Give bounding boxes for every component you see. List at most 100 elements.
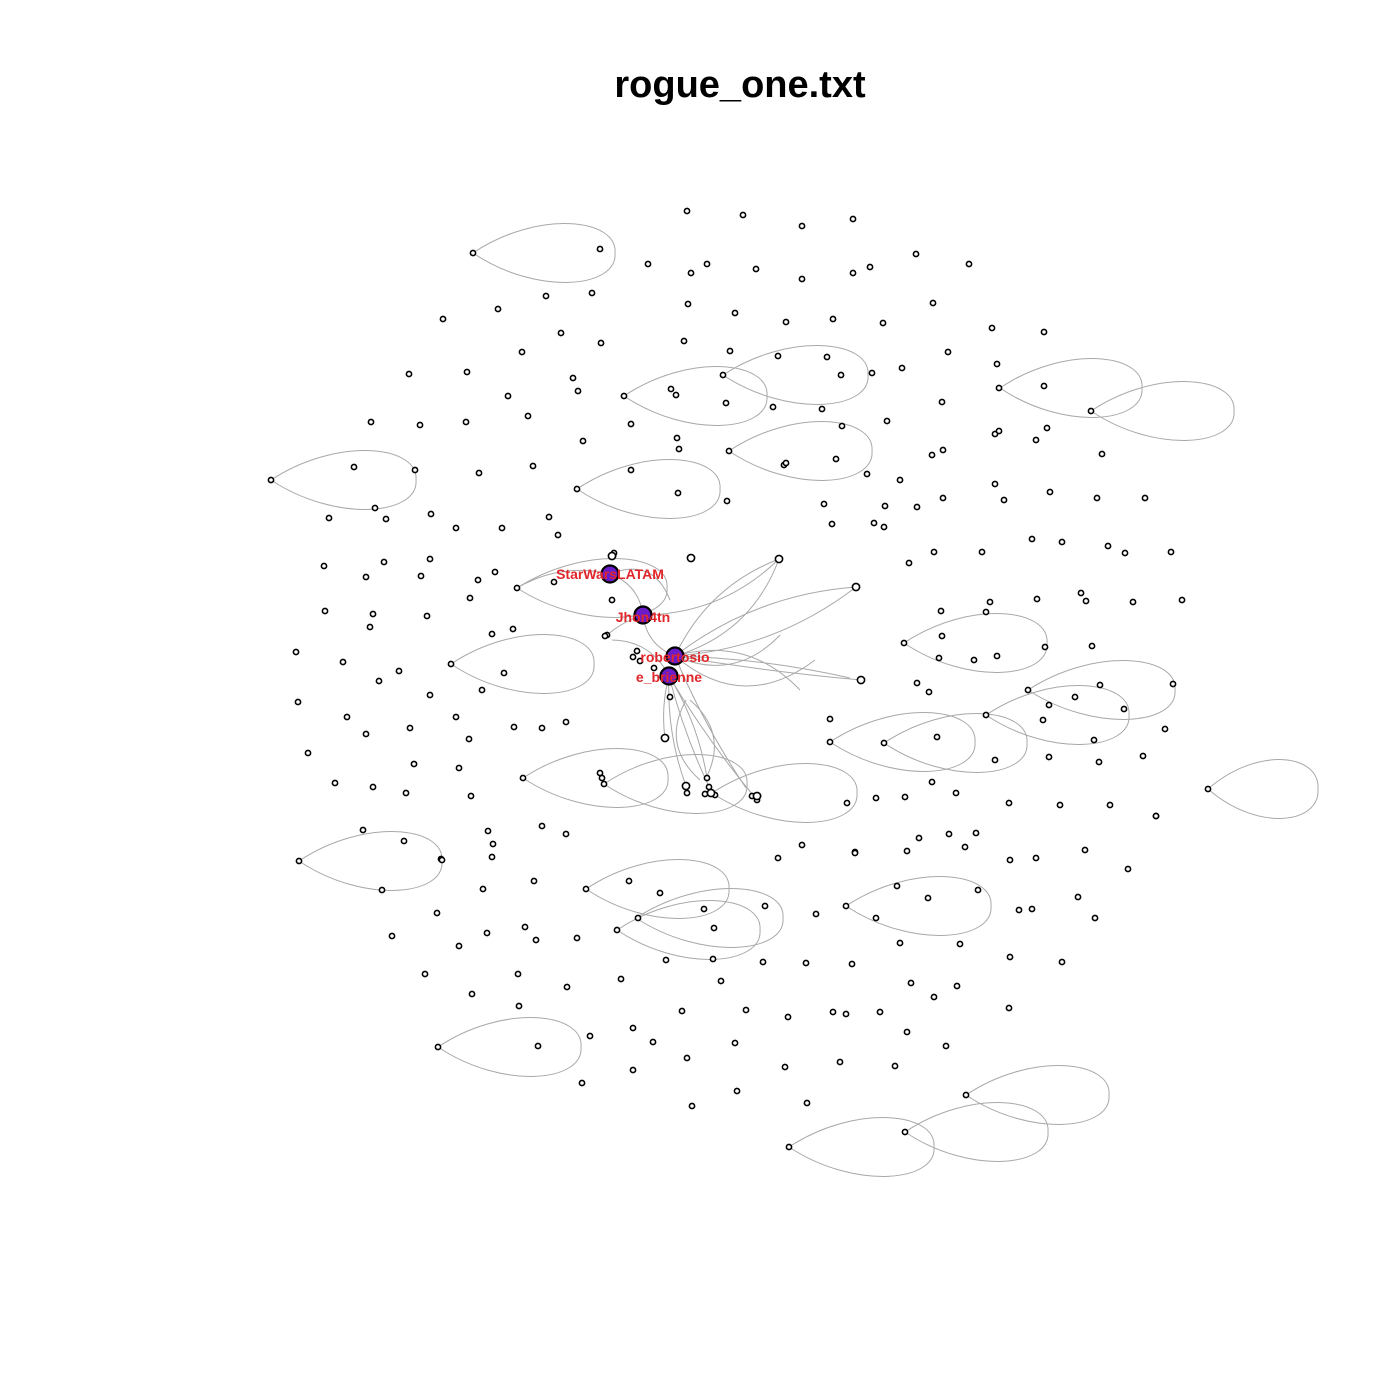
self-loop-edge xyxy=(788,1117,935,1177)
graph-node xyxy=(343,713,351,721)
graph-node xyxy=(366,623,374,631)
graph-node xyxy=(836,1058,844,1066)
graph-node xyxy=(439,315,447,323)
self-loop-edge xyxy=(711,763,858,823)
self-loop-edge xyxy=(516,558,668,618)
graph-node xyxy=(993,360,1001,368)
graph-node xyxy=(532,936,540,944)
graph-node xyxy=(851,849,859,857)
graph-node xyxy=(1087,407,1095,415)
graph-node xyxy=(774,352,782,360)
graph-node xyxy=(1095,758,1103,766)
graph-node xyxy=(683,789,691,797)
hub-edge xyxy=(674,655,816,687)
graph-node xyxy=(613,926,621,934)
graph-node xyxy=(739,211,747,219)
graph-node xyxy=(582,885,590,893)
self-loop-edge xyxy=(883,713,1028,773)
edge-layer xyxy=(270,223,1319,1177)
graph-node xyxy=(438,856,446,864)
graph-node xyxy=(781,1063,789,1071)
graph-node xyxy=(650,664,658,672)
graph-node xyxy=(510,723,518,731)
graph-node xyxy=(982,608,990,616)
self-loop-edge xyxy=(999,358,1143,418)
graph-node xyxy=(1106,801,1114,809)
hub-edge xyxy=(516,569,611,589)
graph-node xyxy=(509,625,517,633)
graph-node xyxy=(784,1013,792,1021)
graph-node xyxy=(913,503,921,511)
graph-node xyxy=(304,749,312,757)
graph-node-connected xyxy=(856,675,866,685)
graph-node xyxy=(421,970,429,978)
graph-node xyxy=(402,789,410,797)
graph-node xyxy=(938,632,946,640)
graph-node xyxy=(866,263,874,271)
graph-node xyxy=(627,466,635,474)
graph-node xyxy=(838,422,846,430)
graph-node xyxy=(688,1102,696,1110)
graph-node xyxy=(896,476,904,484)
graph-node xyxy=(1077,589,1085,597)
hub-edge xyxy=(674,586,857,657)
graph-node xyxy=(913,679,921,687)
graph-node xyxy=(491,568,499,576)
graph-node xyxy=(828,520,836,528)
graph-node xyxy=(662,956,670,964)
graph-node xyxy=(759,958,767,966)
hub-node-starwarslatam xyxy=(600,564,620,584)
graph-node xyxy=(1082,597,1090,605)
graph-node xyxy=(562,830,570,838)
hub-edge xyxy=(689,699,715,781)
self-loop-edge xyxy=(829,712,976,772)
graph-node xyxy=(382,515,390,523)
graph-node xyxy=(400,837,408,845)
self-loop-edge xyxy=(437,1017,582,1077)
graph-node xyxy=(982,711,990,719)
graph-node-connected xyxy=(706,788,716,798)
graph-node xyxy=(915,834,923,842)
graph-node xyxy=(1032,854,1040,862)
self-loop-edge xyxy=(623,366,768,426)
graph-node xyxy=(893,882,901,890)
graph-node xyxy=(673,434,681,442)
graph-node xyxy=(974,886,982,894)
graph-node xyxy=(952,789,960,797)
graph-node xyxy=(636,657,644,665)
graph-node xyxy=(534,1042,542,1050)
graph-node xyxy=(489,840,497,848)
graph-node xyxy=(891,1062,899,1070)
graph-node xyxy=(761,902,769,910)
hub-edge xyxy=(674,558,780,657)
self-loop-edge xyxy=(965,1065,1110,1125)
graph-node xyxy=(574,387,582,395)
graph-node xyxy=(818,405,826,413)
graph-node xyxy=(1000,496,1008,504)
self-loop-edge xyxy=(472,223,616,283)
graph-node xyxy=(629,1024,637,1032)
graph-node xyxy=(452,524,460,532)
graph-node xyxy=(1120,705,1128,713)
graph-node xyxy=(538,822,546,830)
graph-node xyxy=(868,369,876,377)
graph-node xyxy=(678,1007,686,1015)
graph-node xyxy=(798,275,806,283)
graph-node xyxy=(294,698,302,706)
graph-node xyxy=(410,760,418,768)
self-loop-edge xyxy=(904,1102,1049,1162)
self-loop-edge xyxy=(728,421,873,481)
graph-node xyxy=(849,269,857,277)
graph-node xyxy=(521,923,529,931)
graph-node xyxy=(504,392,512,400)
graph-node xyxy=(930,548,938,556)
graph-node xyxy=(680,337,688,345)
graph-node xyxy=(903,847,911,855)
graph-node xyxy=(769,403,777,411)
graph-node xyxy=(872,914,880,922)
self-loop-edge xyxy=(1027,660,1176,720)
graph-node xyxy=(666,693,674,701)
graph-node xyxy=(700,905,708,913)
graph-node xyxy=(331,779,339,787)
graph-node xyxy=(320,562,328,570)
